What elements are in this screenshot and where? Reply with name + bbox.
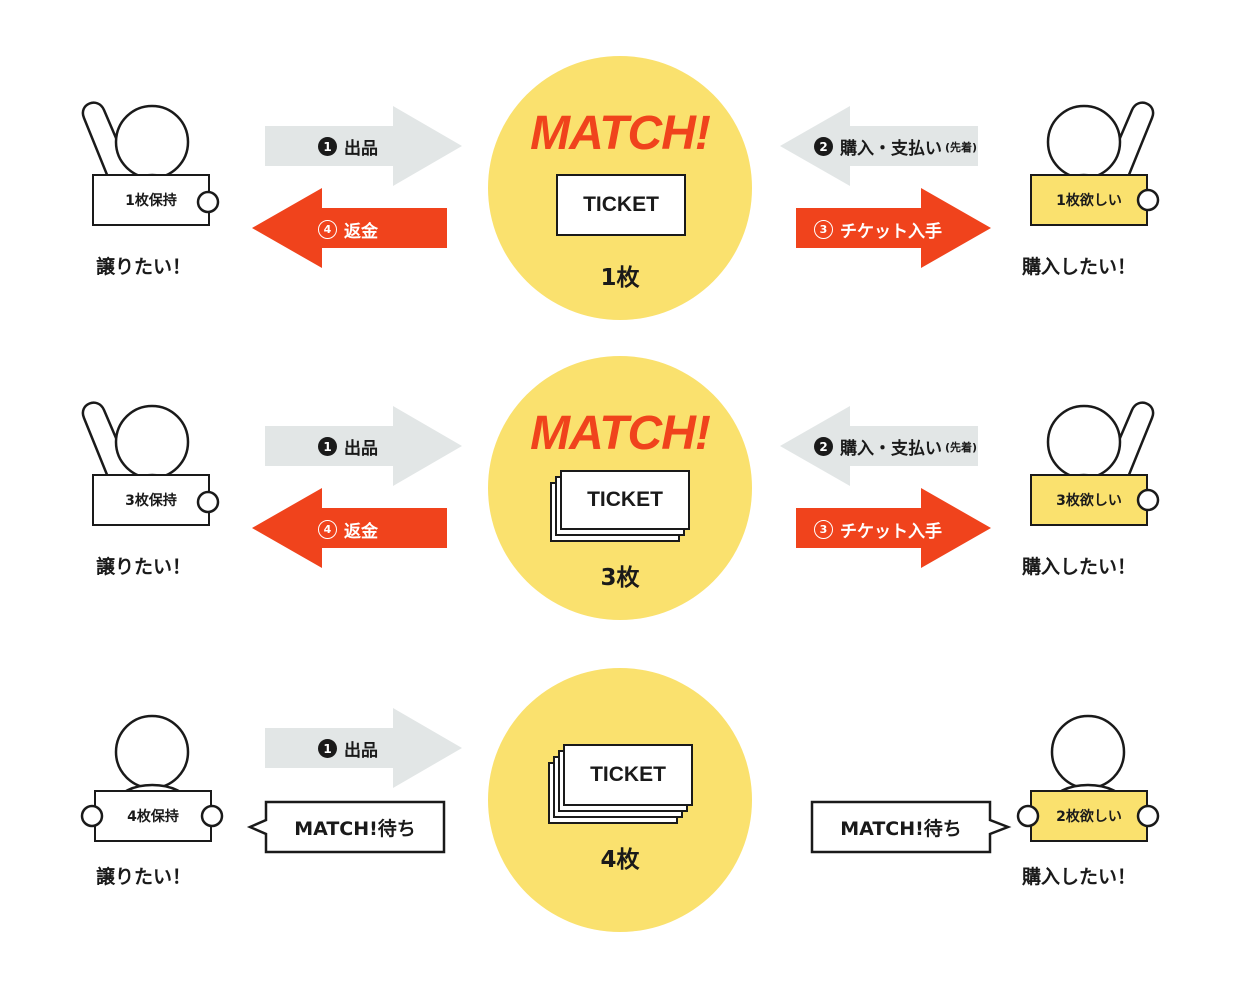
- seller-sign: 4枚保持: [94, 790, 212, 842]
- step2-label: 2 購入・支払い (先着): [814, 434, 977, 459]
- step2-text: 購入・支払い: [840, 439, 942, 459]
- ticket-count: 1枚: [600, 265, 640, 291]
- ticket-card: TICKET: [556, 174, 686, 236]
- step4-label: 4 返金: [318, 517, 378, 542]
- ticket-count: 4枚: [600, 847, 640, 873]
- step1-text: 出品: [344, 439, 378, 459]
- step3-number-icon: 3: [814, 520, 833, 539]
- step2-label: 2 購入・支払い (先着): [814, 134, 977, 159]
- sign-handle-left-icon: [80, 804, 104, 828]
- listing-arrow: [265, 708, 462, 788]
- buyer-wait-bubble-outline: [810, 800, 1012, 854]
- step2-note: (先着): [945, 140, 978, 154]
- step4-number-icon: 4: [318, 520, 337, 539]
- step3-number-icon: 3: [814, 220, 833, 239]
- step4-number-icon: 4: [318, 220, 337, 239]
- step1-text: 出品: [344, 741, 378, 761]
- ticket-receive-arrow: [796, 488, 991, 568]
- step4-text: 返金: [344, 222, 378, 242]
- seller-caption: 譲りたい！: [96, 256, 192, 278]
- seller-wait-bubble-outline: [246, 800, 446, 854]
- seller-sign: 1枚保持: [92, 174, 210, 226]
- ticket-label: TICKET: [587, 488, 663, 511]
- ticket-label: TICKET: [583, 193, 659, 216]
- buyer-sign: 2枚欲しい: [1030, 790, 1148, 842]
- step3-text: チケット入手: [840, 522, 942, 542]
- sign-handle-right-icon: [200, 804, 224, 828]
- step1-text: 出品: [344, 139, 378, 159]
- step2-number-icon: 2: [814, 437, 833, 456]
- buyer-sign: 3枚欲しい: [1030, 474, 1148, 526]
- step1-label: 1 出品: [318, 736, 378, 761]
- buyer-sign-label: 3枚欲しい: [1056, 493, 1122, 509]
- listing-arrow: [265, 406, 462, 486]
- buyer-wait-label: MATCH!待ち: [840, 817, 962, 840]
- seller-caption: 譲りたい！: [96, 556, 192, 578]
- step3-label: 3 チケット入手: [814, 217, 942, 242]
- seller-sign-label: 4枚保持: [127, 809, 179, 825]
- step1-label: 1 出品: [318, 434, 378, 459]
- ticket-label: TICKET: [590, 763, 666, 786]
- buyer-caption: 購入したい！: [1022, 866, 1137, 888]
- purchase-arrow: [780, 406, 978, 486]
- step3-text: チケット入手: [840, 222, 942, 242]
- sign-handle-icon: [1136, 188, 1160, 212]
- buyer-caption: 購入したい！: [1022, 256, 1137, 278]
- sign-handle-icon: [196, 490, 220, 514]
- buyer-sign: 1枚欲しい: [1030, 174, 1148, 226]
- purchase-arrow: [780, 106, 978, 186]
- step2-number-icon: 2: [814, 137, 833, 156]
- seller-sign: 3枚保持: [92, 474, 210, 526]
- buyer-sign-label: 2枚欲しい: [1056, 809, 1122, 825]
- step1-number-icon: 1: [318, 137, 337, 156]
- ticket-receive-arrow: [796, 188, 991, 268]
- step2-text: 購入・支払い: [840, 139, 942, 159]
- seller-wait-label: MATCH!待ち: [294, 817, 416, 840]
- ticket-card: TICKET: [563, 744, 693, 806]
- listing-arrow: [265, 106, 462, 186]
- step1-number-icon: 1: [318, 739, 337, 758]
- step4-text: 返金: [344, 522, 378, 542]
- match-label: MATCH!: [530, 407, 711, 460]
- step1-number-icon: 1: [318, 437, 337, 456]
- refund-arrow: [252, 488, 447, 568]
- step1-label: 1 出品: [318, 134, 378, 159]
- step4-label: 4 返金: [318, 217, 378, 242]
- sign-handle-left-icon: [1016, 804, 1040, 828]
- ticket-card: TICKET: [560, 470, 690, 530]
- step3-label: 3 チケット入手: [814, 517, 942, 542]
- seller-caption: 譲りたい！: [96, 866, 192, 888]
- refund-arrow: [252, 188, 447, 268]
- sign-handle-right-icon: [1136, 804, 1160, 828]
- ticket-count: 3枚: [600, 565, 640, 591]
- sign-handle-icon: [1136, 488, 1160, 512]
- buyer-sign-label: 1枚欲しい: [1056, 193, 1122, 209]
- match-label: MATCH!: [530, 107, 711, 160]
- sign-handle-icon: [196, 190, 220, 214]
- seller-sign-label: 3枚保持: [125, 493, 177, 509]
- step2-note: (先着): [945, 440, 978, 454]
- buyer-caption: 購入したい！: [1022, 556, 1137, 578]
- seller-sign-label: 1枚保持: [125, 193, 177, 209]
